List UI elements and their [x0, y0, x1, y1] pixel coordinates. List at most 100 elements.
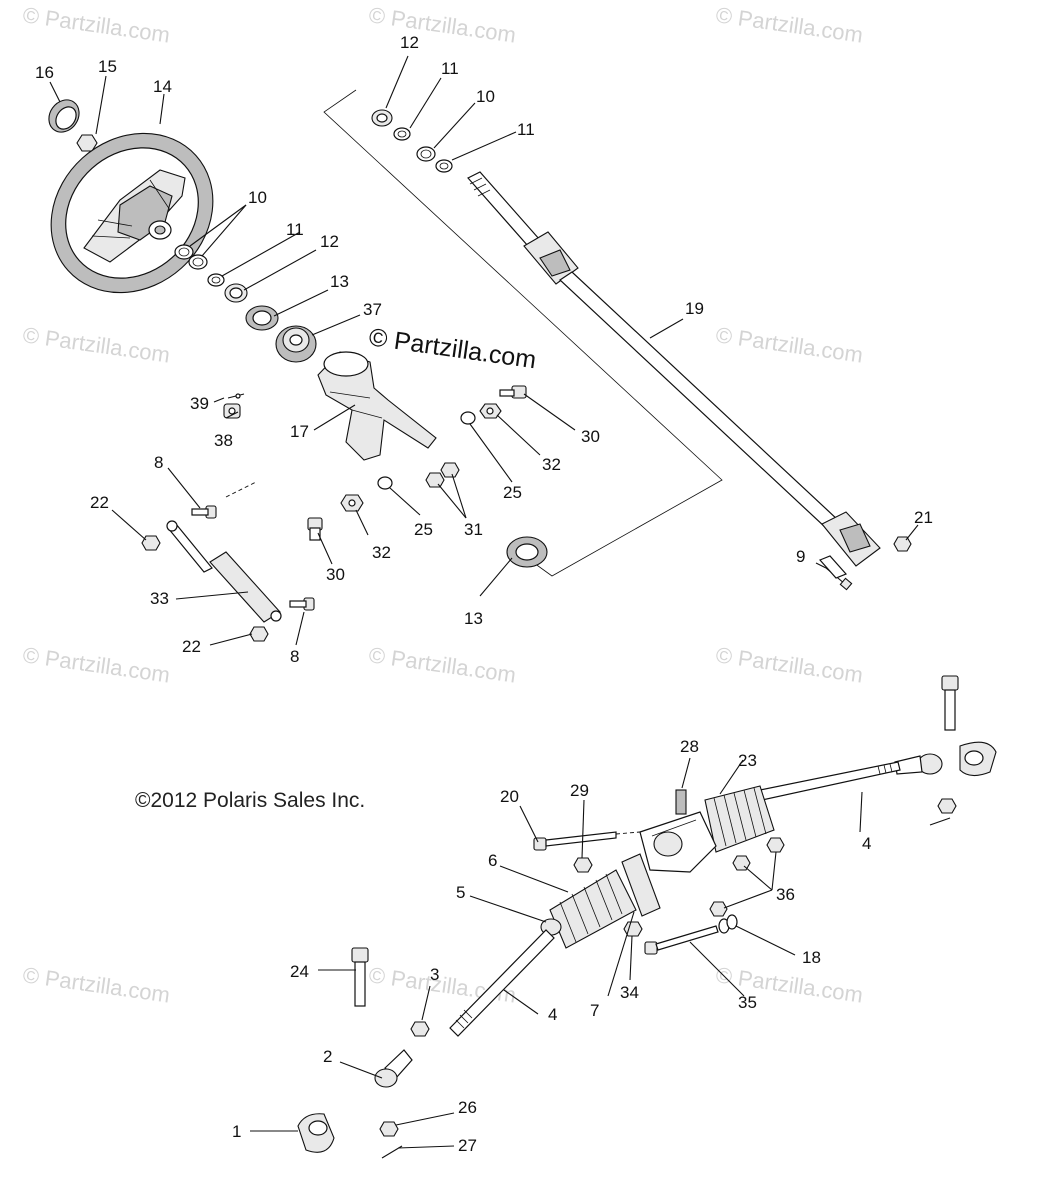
washer-part-11 [393, 127, 411, 141]
callout-37: 37 [363, 300, 382, 319]
callout-5: 5 [456, 883, 465, 902]
callout-24: 24 [290, 962, 309, 981]
callout-4: 4 [548, 1005, 557, 1024]
washer-part-25 [377, 476, 393, 490]
callout-25: 25 [414, 520, 433, 539]
callout-16: 16 [35, 63, 54, 82]
washer-part-10 [416, 146, 436, 162]
callout-8: 8 [154, 453, 163, 472]
callout-18: 18 [802, 948, 821, 967]
nut-part-22 [141, 535, 161, 551]
cotter-pin-part-27 [929, 817, 951, 826]
tie-rod-part-4 [759, 761, 901, 801]
nut-part-3 [410, 1021, 430, 1037]
watermark: © Partzilla.com [714, 2, 864, 47]
copyright-text: ©2012 Polaris Sales Inc. [135, 789, 365, 812]
spacer-part-32 [340, 494, 364, 512]
assembly-bracket-line [323, 89, 723, 577]
nut-part-31 [425, 472, 445, 488]
callout-30: 30 [581, 427, 600, 446]
column-bracket-part-17 [317, 351, 437, 461]
callout-34: 34 [620, 983, 639, 1002]
watermark: © Partzilla.com [21, 2, 171, 47]
rack-housing [639, 811, 717, 873]
nut-part-21 [893, 536, 912, 552]
callout-22: 22 [182, 637, 201, 656]
callout-14: 14 [153, 77, 172, 96]
bushing-part-12 [371, 109, 393, 127]
callout-28: 28 [680, 737, 699, 756]
callout-2: 2 [323, 1047, 332, 1066]
washer-part-11 [435, 159, 453, 173]
callout-10: 10 [476, 87, 495, 106]
callout-labels: 16 15 14 10 11 12 13 37 12 11 10 11 19 2… [35, 33, 933, 1155]
callout-6: 6 [488, 851, 497, 870]
nut-part-31 [440, 462, 460, 478]
tie-rod-end-part-2 [374, 1049, 413, 1088]
watermark: © Partzilla.com [367, 642, 517, 687]
nut-part-36 [709, 901, 728, 917]
callout-21: 21 [914, 508, 933, 527]
watermark: © Partzilla.com [21, 642, 171, 687]
callout-29: 29 [570, 781, 589, 800]
watermark: © Partzilla.com [714, 322, 864, 367]
callout-35: 35 [738, 993, 757, 1012]
callout-33: 33 [150, 589, 169, 608]
tie-rod-part-4 [449, 929, 555, 1037]
callout-13: 13 [464, 609, 483, 628]
bushing-part-12 [224, 283, 248, 303]
bolt-part-30 [499, 385, 527, 399]
horn-cap-part-16 [48, 99, 80, 133]
callout-9: 9 [796, 547, 805, 566]
knuckle-part-1 [297, 1113, 335, 1153]
callout-11: 11 [441, 59, 459, 78]
steering-wheel-part-14 [50, 132, 214, 294]
washer-part-25 [460, 411, 476, 425]
callout-22: 22 [90, 493, 109, 512]
nut-part-26 [379, 1121, 399, 1137]
washer-part-11 [207, 273, 225, 287]
callout-3: 3 [430, 965, 439, 984]
watermark: © Partzilla.com [714, 642, 864, 687]
callout-26: 26 [458, 1098, 477, 1117]
callout-39: 39 [190, 394, 209, 413]
rack-boot-part-6 [549, 869, 637, 949]
bearing-part-13 [245, 305, 279, 331]
nut-part-26 [937, 798, 957, 814]
nut-part-36 [732, 855, 751, 871]
bolt-part-24 [351, 947, 369, 1007]
tie-rod-end-part-2 [894, 753, 943, 775]
watermark: © Partzilla.com [21, 962, 171, 1007]
callout-1: 1 [232, 1122, 241, 1141]
callout-8: 8 [290, 647, 299, 666]
callout-7: 7 [590, 1001, 599, 1020]
washer-part-18 [718, 914, 738, 934]
brand-watermark: © Partzilla.com [367, 323, 538, 374]
nut-part-36 [766, 837, 785, 853]
watermark: © Partzilla.com [367, 2, 517, 47]
nut-part-29 [573, 857, 593, 873]
callout-15: 15 [98, 57, 117, 76]
mount-plate-part-7 [621, 853, 661, 917]
callout-4: 4 [862, 834, 871, 853]
callout-27: 27 [458, 1136, 477, 1155]
bolt-part-30 [307, 517, 323, 541]
nut-part-34 [623, 921, 643, 937]
bolt-part-20 [533, 831, 617, 851]
callout-11: 11 [517, 120, 535, 139]
steering-shaft-part-19 [467, 171, 881, 567]
callout-17: 17 [290, 422, 309, 441]
watermark: © Partzilla.com [714, 962, 864, 1007]
callout-19: 19 [685, 299, 704, 318]
callout-32: 32 [542, 455, 561, 474]
callout-38: 38 [214, 431, 233, 450]
gas-strut-part-33 [166, 520, 282, 623]
callout-32: 32 [372, 543, 391, 562]
callout-13: 13 [330, 272, 349, 291]
bezel-part-37 [275, 325, 317, 363]
rack-boot-part-23 [704, 785, 775, 853]
bearing-part-13 [506, 536, 548, 568]
callout-36: 36 [776, 885, 795, 904]
callout-12: 12 [400, 33, 419, 52]
